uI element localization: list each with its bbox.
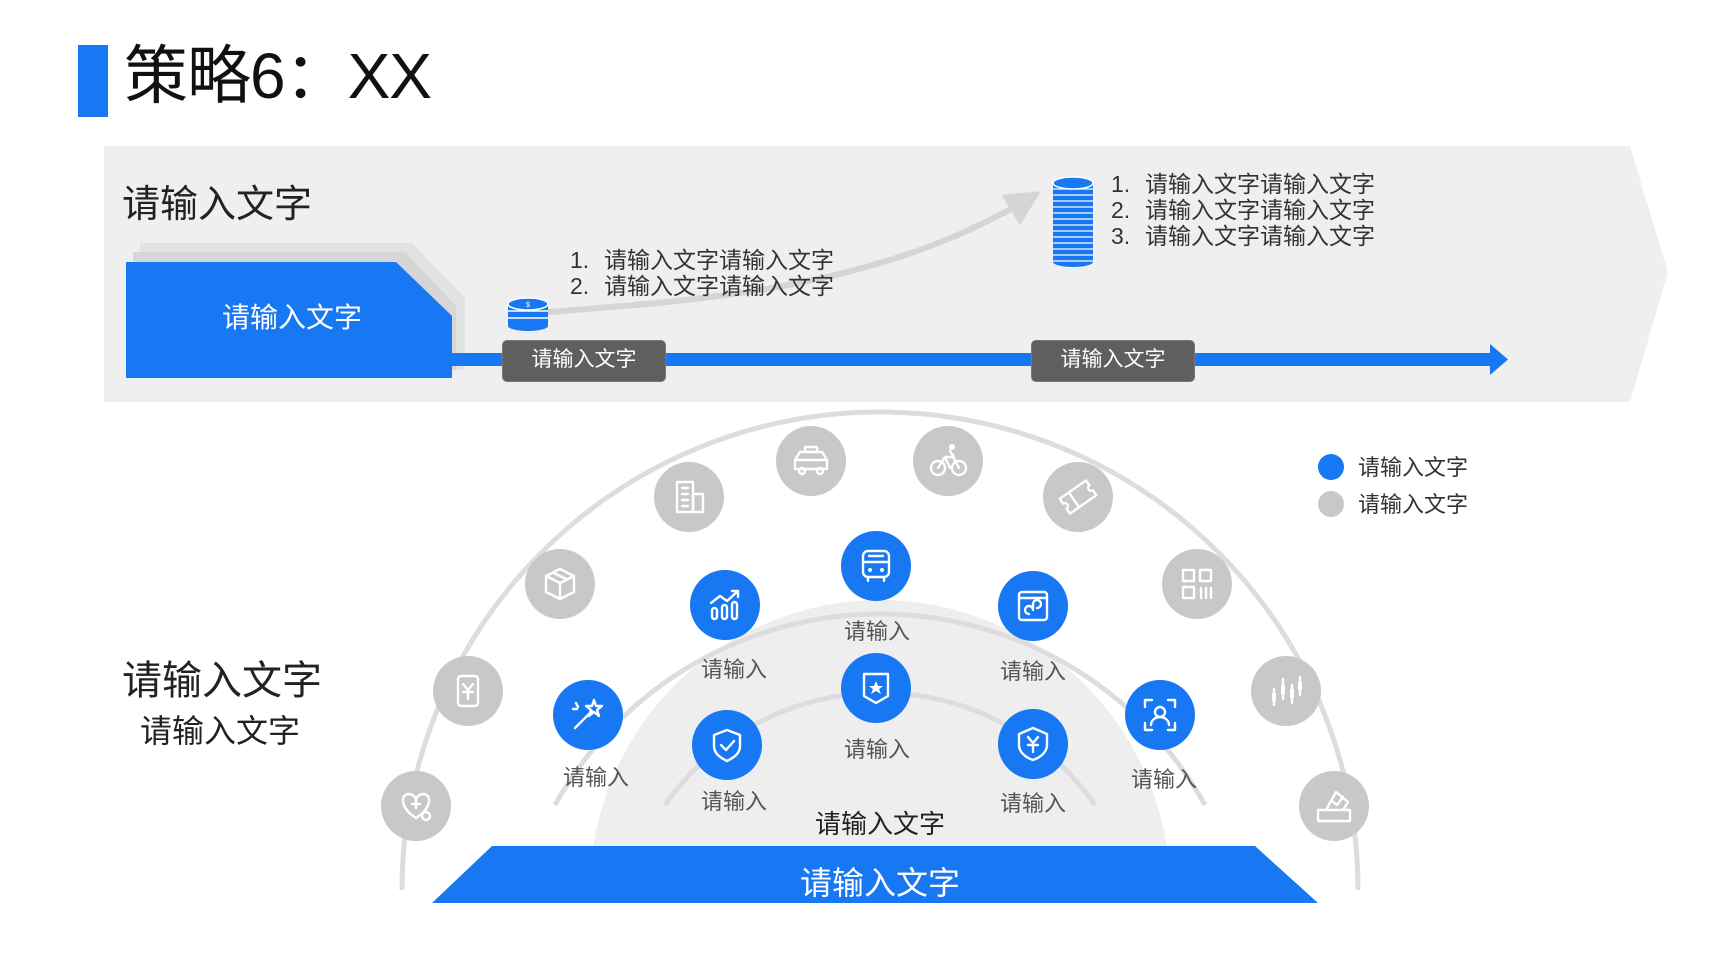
- outer-arc-node: [1299, 771, 1369, 841]
- top-list: 1.请输入文字请输入文字 2.请输入文字请输入文字 3.请输入文字请输入文字: [1111, 171, 1375, 249]
- outer-arc-node: [913, 426, 983, 496]
- building-icon: [675, 480, 705, 514]
- outer-arc-node: [1043, 462, 1113, 532]
- middle-arc-node: [841, 531, 911, 601]
- list-item: 1.请输入文字请输入文字: [570, 247, 834, 273]
- side-title: 请输入文字: [122, 659, 322, 703]
- milestone-1-pill: 请输入文字: [502, 340, 666, 382]
- growth-chart-icon: [709, 589, 740, 621]
- mini-program-icon: [1017, 590, 1049, 622]
- outer-arc-node: [654, 462, 724, 532]
- middle-node-label: 请输入: [843, 619, 911, 644]
- start-box-label: 请输入文字: [222, 302, 363, 333]
- outer-arc-node: [525, 549, 595, 619]
- growth-curve: [547, 191, 1042, 315]
- shield-check-icon: [712, 728, 742, 763]
- middle-arc-node: [690, 570, 760, 640]
- middle-node-label: 请输入: [999, 659, 1067, 684]
- outer-arc-node: [776, 426, 846, 496]
- middle-arc-node: [1125, 680, 1195, 750]
- legend-dot-gray: [1318, 491, 1344, 517]
- middle-node-label: 请输入: [1130, 767, 1198, 792]
- badge-star-icon: [862, 672, 890, 705]
- timeline-band: [104, 146, 1668, 402]
- side-subtitle: 请输入文字: [140, 713, 301, 749]
- qr-code-icon: [1181, 568, 1213, 600]
- inner-node-label: 请输入: [843, 737, 911, 762]
- list-item: 1.请输入文字请输入文字: [1111, 171, 1375, 197]
- coin-stack-small-icon: $: [507, 297, 549, 331]
- list-item: 2.请输入文字请输入文字: [1111, 197, 1375, 223]
- ticket-icon: [1058, 479, 1098, 515]
- center-label: 请输入文字: [814, 809, 946, 839]
- legend-dot-blue: [1318, 454, 1344, 480]
- magic-wand-icon: [571, 698, 604, 730]
- outer-arc-node: [1162, 549, 1232, 619]
- inner-arc-node: [692, 710, 762, 780]
- timeline-line: [452, 353, 1492, 366]
- base-platform: [432, 846, 1318, 903]
- page-title: 策略6：XX: [124, 40, 432, 112]
- milestone-2-pill: 请输入文字: [1031, 340, 1195, 382]
- legend-label-blue: 请输入文字: [1358, 455, 1469, 480]
- shield-yen-icon: [1017, 726, 1049, 762]
- mid-list: 1.请输入文字请输入文字 2.请输入文字请输入文字: [570, 247, 834, 299]
- cyclist-icon: [929, 444, 968, 477]
- outer-arc-node: [381, 771, 451, 841]
- svg-text:$: $: [526, 302, 530, 309]
- candlestick-chart-icon: [1272, 675, 1302, 707]
- outer-arc-node: [433, 656, 503, 726]
- inner-dome: [590, 600, 1170, 890]
- middle-node-label: 请输入: [562, 765, 630, 790]
- middle-node-label: 请输入: [700, 657, 768, 682]
- heart-plus-icon: [401, 792, 432, 822]
- middle-arc-node: [998, 571, 1068, 641]
- middle-arc-node: [553, 680, 623, 750]
- list-item: 3.请输入文字请输入文字: [1111, 223, 1375, 249]
- base-platform-label: 请输入文字: [799, 865, 961, 901]
- list-item: 2.请输入文字请输入文字: [570, 273, 834, 299]
- vote-box-icon: [1316, 790, 1352, 823]
- inner-arc-node: [998, 709, 1068, 779]
- timeline-arrowhead: [1490, 344, 1508, 375]
- legend-label-gray: 请输入文字: [1358, 492, 1469, 517]
- timeline-section-title: 请输入文字: [122, 184, 313, 226]
- outer-arc-node: [1251, 656, 1321, 726]
- bus-icon: [861, 549, 891, 583]
- face-scan-icon: [1143, 698, 1177, 732]
- yen-phone-icon: [456, 674, 480, 708]
- coin-stack-tall-icon: [1052, 176, 1094, 267]
- inner-node-label: 请输入: [700, 789, 768, 814]
- taxi-icon: [793, 445, 829, 476]
- inner-node-label: 请输入: [999, 791, 1067, 816]
- title-accent-bar: [78, 45, 108, 117]
- package-icon: [544, 567, 576, 601]
- inner-arc-node: [841, 653, 911, 723]
- start-box: [126, 262, 452, 378]
